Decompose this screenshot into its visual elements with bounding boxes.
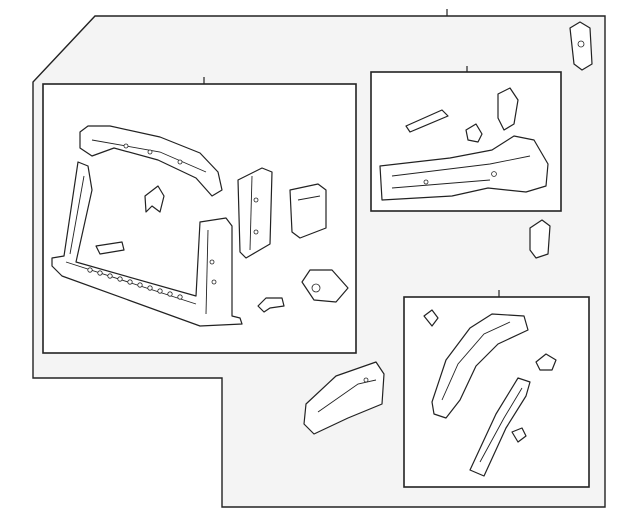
mounting-clip: [423, 309, 439, 327]
lock-support-bracket: [301, 269, 349, 303]
front-wheelhouse-extension: [303, 361, 385, 435]
side-gusset: [529, 219, 551, 259]
quarter-pillar-reinforcement: [469, 377, 531, 477]
radiator-support-frame: [51, 161, 243, 327]
lower-clip: [95, 241, 125, 255]
rail-gusset: [465, 123, 483, 143]
apron-bracket: [497, 87, 519, 131]
upper-tie-bar: [79, 125, 223, 197]
center-bracket: [144, 185, 165, 213]
front-side-member: [379, 135, 549, 201]
small-bracket: [535, 353, 557, 371]
rail-reinforcement: [405, 109, 449, 133]
side-support: [237, 167, 273, 259]
wheelhouse-inner-panel: [431, 313, 529, 419]
retainer-clip: [511, 427, 527, 443]
air-guide: [289, 183, 327, 239]
hook-bracket: [257, 297, 285, 313]
hinge-pillar-bracket: [569, 21, 593, 71]
